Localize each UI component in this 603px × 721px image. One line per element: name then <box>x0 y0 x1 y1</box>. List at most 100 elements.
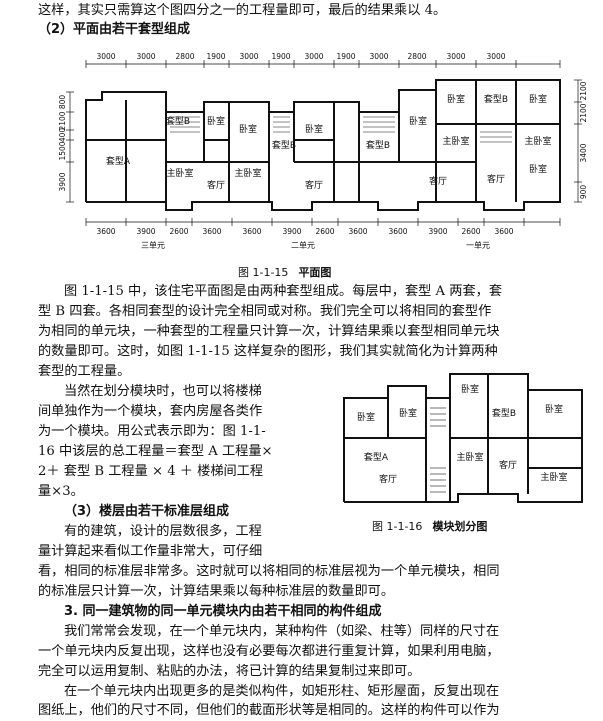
svg-text:3000: 3000 <box>136 52 155 61</box>
svg-text:800: 800 <box>58 95 67 110</box>
svg-text:3000: 3000 <box>239 52 258 61</box>
module-plan-figure: 卧室 卧室 卧室 卧室 套型B 套型A 主卧室 客厅 主卧室 客厅 <box>343 373 583 503</box>
text-line: 套型的工程量。 <box>38 364 131 379</box>
svg-text:400: 400 <box>58 128 67 143</box>
text-line-1: 这样，其实只需算这个图四分之一的工程量即可，最后的结果乘以 4。 <box>38 3 447 18</box>
svg-text:2600: 2600 <box>169 227 188 236</box>
bottom-dim-ticks <box>85 218 561 226</box>
svg-text:3600: 3600 <box>202 227 221 236</box>
figure1-number: 图 1-1-15 <box>238 266 289 279</box>
text-line: 间单独作为一个模块，套内房屋各类作 <box>38 404 263 419</box>
svg-text:客厅: 客厅 <box>487 173 505 185</box>
svg-text:2100: 2100 <box>579 103 588 122</box>
svg-text:卧室: 卧室 <box>207 115 225 127</box>
section-heading-2: （2）平面由若干套型组成 <box>38 22 191 37</box>
text-line: 型 B 四套。各相同套型的设计完全相同或对称。我们完全可以将相同的套型作 <box>38 304 492 319</box>
svg-text:3000: 3000 <box>486 52 505 61</box>
text-line: 在一个单元块内出现更多的是类似构件，如矩形柱、矩形屋面，反复出现在 <box>64 684 500 699</box>
text-line: 为一个模块。用公式表示即为：图 1-1- <box>38 424 266 439</box>
svg-text:1500: 1500 <box>58 141 67 160</box>
svg-text:2100: 2100 <box>579 81 588 100</box>
svg-text:3000: 3000 <box>96 52 115 61</box>
svg-text:主卧室: 主卧室 <box>166 167 193 179</box>
text-line: 为相同的单元块，一种套型的工程量只计算一次，计算结果乘以套型相同单元块 <box>38 324 500 339</box>
svg-text:3400: 3400 <box>579 143 588 162</box>
text-line: 图 1-1-15 中，该住宅平面图是由两种套型组成。每层中，套型 A 两套，套 <box>64 284 503 299</box>
svg-text:3000: 3000 <box>304 52 323 61</box>
svg-text:卧室: 卧室 <box>239 123 257 135</box>
svg-text:套型B: 套型B <box>492 407 516 419</box>
text-line: 2＋ 套型 B 工程量 × 4 ＋ 楼梯间工程 <box>38 464 264 479</box>
building-walls <box>85 79 561 211</box>
svg-text:3600: 3600 <box>242 227 261 236</box>
text-line: 当然在划分模块时，也可以将楼梯 <box>64 384 262 399</box>
svg-text:3000: 3000 <box>369 52 388 61</box>
svg-text:1900: 1900 <box>206 52 225 61</box>
svg-text:客厅: 客厅 <box>207 179 225 191</box>
svg-text:3900: 3900 <box>58 172 67 191</box>
svg-text:主卧室: 主卧室 <box>540 471 567 483</box>
svg-text:3600: 3600 <box>96 227 115 236</box>
text-line: 图纸上，他们的尺寸不同，但他们的截面形状等是相同的。这样的构件可以作为 <box>38 703 500 718</box>
svg-text:卧室: 卧室 <box>545 403 563 415</box>
text-line: 一个单元块内反复出现，这样也没有必要每次都进行重复计算，如果利用电脑， <box>38 644 500 659</box>
figure1-title: 平面图 <box>298 266 332 279</box>
svg-text:1900: 1900 <box>271 52 290 61</box>
top-dim-ticks <box>85 60 561 68</box>
top-dim-labels: 3000 3000 2800 1900 3000 1900 3000 1900 … <box>96 52 505 61</box>
text-line: 量×3。 <box>38 484 84 499</box>
svg-text:套型B: 套型B <box>484 93 508 105</box>
svg-text:3600: 3600 <box>494 227 513 236</box>
svg-text:1900: 1900 <box>336 52 355 61</box>
svg-text:主卧室: 主卧室 <box>234 167 261 179</box>
svg-text:2800: 2800 <box>407 52 426 61</box>
right-dim-labels: 2100 2100 3400 900 <box>579 81 588 199</box>
text-line: 的数量即可。这时，如图 1-1-15 这样复杂的图形，我们其实就简化为计算两种 <box>38 344 498 359</box>
figure2-caption: 图 1-1-16 模块划分图 <box>372 518 487 534</box>
svg-text:套型A: 套型A <box>364 451 389 463</box>
text-line: 看，相同的标准层非常多。这时就可以将相同的标准层视为一个单元模块，相同 <box>38 564 500 579</box>
text-line: 有的建筑，设计的层数很多，工程 <box>64 524 262 539</box>
unit-labels: 三单元 二单元 一单元 <box>141 240 490 250</box>
svg-text:客厅: 客厅 <box>379 473 397 485</box>
svg-text:卧室: 卧室 <box>409 115 427 127</box>
svg-text:2600: 2600 <box>461 227 480 236</box>
svg-text:2600: 2600 <box>315 227 334 236</box>
figure2-number: 图 1-1-16 <box>372 520 423 533</box>
svg-text:3900: 3900 <box>282 227 301 236</box>
svg-text:主卧室: 主卧室 <box>456 451 483 463</box>
svg-text:一单元: 一单元 <box>466 240 490 250</box>
text-line: 我们常常会发现，在一个单元块内，某种构件（如梁、柱等）同样的尺寸在 <box>64 624 500 639</box>
svg-text:卧室: 卧室 <box>529 163 547 175</box>
svg-text:套型B: 套型B <box>166 115 190 127</box>
svg-text:主卧室: 主卧室 <box>524 135 551 147</box>
svg-text:客厅: 客厅 <box>305 179 323 191</box>
svg-text:卧室: 卧室 <box>305 123 323 135</box>
stair-hatching <box>170 116 512 143</box>
section-heading-4: 3. 同一建筑物的同一单元模块内由若干相同的构件组成 <box>64 604 382 619</box>
svg-text:3600: 3600 <box>348 227 367 236</box>
svg-text:卧室: 卧室 <box>357 411 375 423</box>
svg-text:3600: 3600 <box>388 227 407 236</box>
text-line: 的标准层只计算一次，计算结果乘以每种标准层的数量即可。 <box>38 584 395 599</box>
svg-text:二单元: 二单元 <box>291 240 315 250</box>
svg-text:卧室: 卧室 <box>399 407 417 419</box>
svg-text:三单元: 三单元 <box>141 240 165 250</box>
svg-text:3900: 3900 <box>428 227 447 236</box>
svg-text:卧室: 卧室 <box>461 383 479 395</box>
svg-text:套型B: 套型B <box>366 139 390 151</box>
svg-text:2800: 2800 <box>175 52 194 61</box>
svg-text:卧室: 卧室 <box>529 93 547 105</box>
svg-text:900: 900 <box>579 185 588 200</box>
svg-text:客厅: 客厅 <box>429 175 447 187</box>
text-line: 完全可以运用复制、粘贴的办法，将已计算的结果复制过来即可。 <box>38 664 421 679</box>
svg-text:套型B: 套型B <box>272 139 296 151</box>
svg-text:套型A: 套型A <box>106 155 131 167</box>
text-line: 16 中该层的总工程量＝套型 A 工程量× <box>38 444 273 459</box>
svg-text:3900: 3900 <box>136 227 155 236</box>
bottom-dim-labels: 3600 3900 2600 3600 3600 3900 2600 3600 … <box>96 227 513 236</box>
svg-text:2100: 2100 <box>58 111 67 130</box>
figure2-title: 模块划分图 <box>432 520 488 533</box>
svg-text:客厅: 客厅 <box>499 459 517 471</box>
